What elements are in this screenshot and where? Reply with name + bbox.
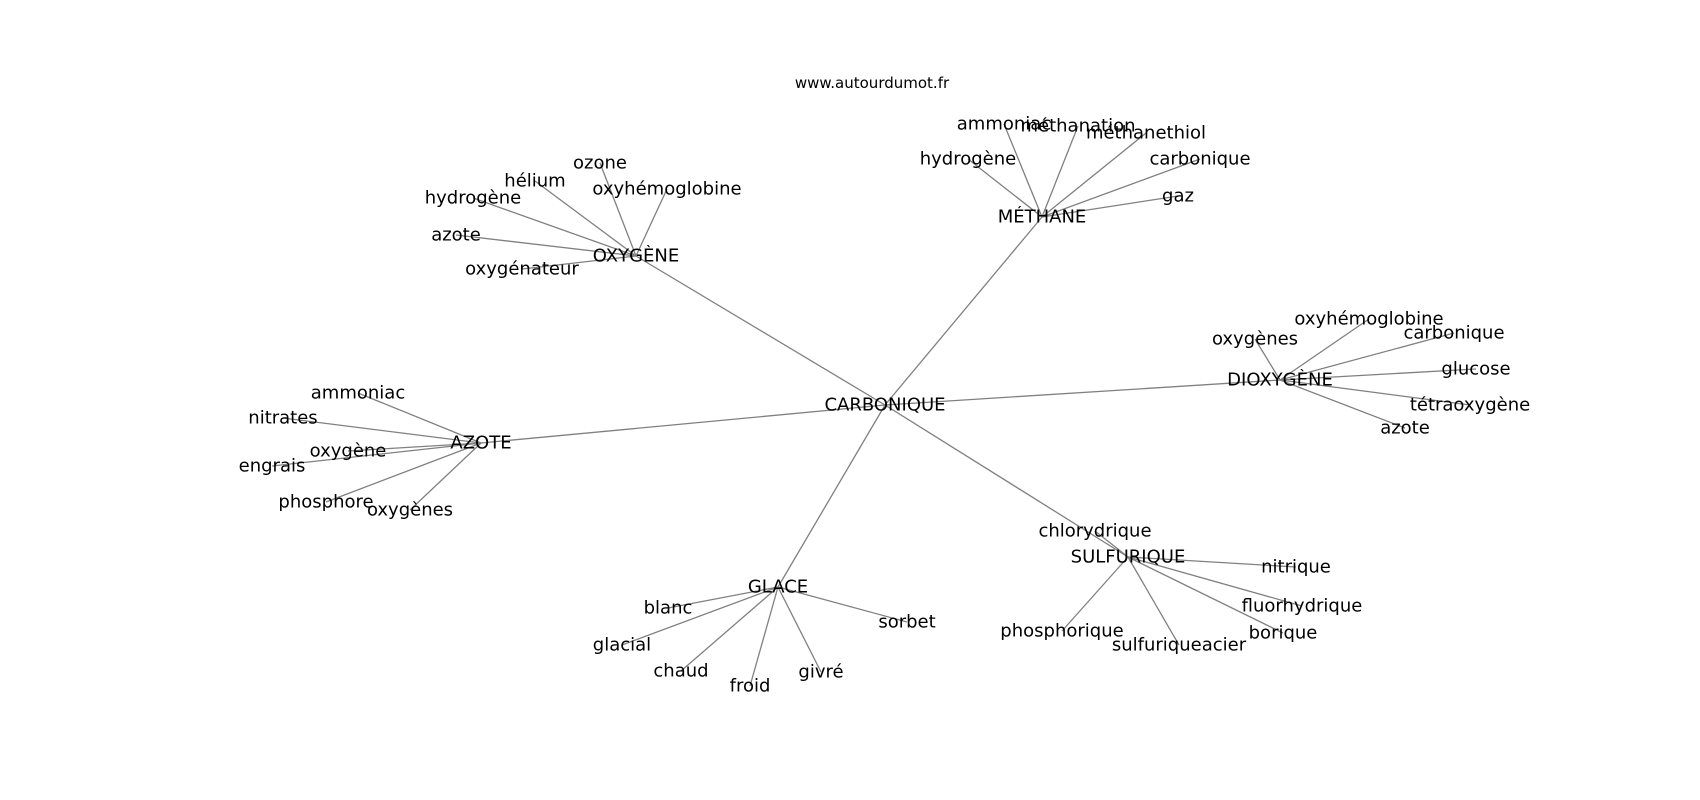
leaf-word[interactable]: engrais (239, 456, 306, 477)
leaf-word[interactable]: oxygènes (367, 500, 453, 521)
leaf-word[interactable]: méthanethiol (1086, 123, 1206, 144)
leaf-word[interactable]: hydrogène (920, 149, 1017, 170)
edge-branch-to-leaf (271, 442, 482, 467)
edge-branch-to-leaf (1041, 125, 1079, 218)
branch-word[interactable]: DIOXYGÈNE (1227, 369, 1333, 391)
edge-branch-to-leaf (357, 392, 482, 444)
leaf-word[interactable]: oxygénateur (465, 259, 579, 280)
edge-branch-to-leaf (1003, 123, 1043, 218)
branch-word[interactable]: GLACE (748, 577, 808, 598)
edge-center-to-branch (480, 404, 886, 444)
edge-branch-to-leaf (635, 188, 668, 257)
edge-branch-to-leaf (347, 442, 482, 452)
leaf-word[interactable]: carbonique (1403, 323, 1504, 344)
edge-center-to-branch (884, 404, 1129, 558)
leaf-word[interactable]: oxygène (310, 441, 387, 462)
edge-center-to-branch (777, 404, 886, 588)
leaf-word[interactable]: phosphorique (1000, 621, 1123, 642)
leaf-word[interactable]: nitrique (1261, 557, 1331, 578)
edge-branch-to-leaf (1041, 158, 1201, 218)
edge-branch-to-leaf (599, 162, 637, 257)
leaf-word[interactable]: oxyhémoglobine (1294, 309, 1443, 330)
branch-word[interactable]: OXYGÈNE (593, 245, 680, 267)
edge-branch-to-leaf (282, 417, 482, 444)
leaf-word[interactable]: ammoniac (957, 114, 1051, 135)
leaf-word[interactable]: oxyhémoglobine (592, 179, 741, 200)
edge-branch-to-leaf (1279, 368, 1477, 381)
edge-branch-to-leaf (1127, 556, 1303, 607)
center-word[interactable]: CARBONIQUE (824, 395, 945, 416)
edge-branch-to-leaf (534, 180, 637, 257)
edge-branch-to-leaf (777, 586, 822, 673)
edge-branch-to-leaf (325, 442, 482, 503)
leaf-word[interactable]: azote (431, 225, 481, 246)
leaf-word[interactable]: hélium (504, 171, 565, 192)
graph-labels: www.autourdumot.fr CARBONIQUE OXYGÈNE ozon… (239, 74, 1531, 697)
leaf-word[interactable]: ammoniac (311, 383, 405, 404)
edge-branch-to-leaf (1279, 379, 1471, 406)
leaf-word[interactable]: sorbet (878, 612, 935, 633)
leaf-word[interactable]: glacial (593, 635, 651, 656)
edge-center-to-branch (884, 379, 1281, 406)
leaf-word[interactable]: froid (730, 676, 771, 697)
edge-branch-to-leaf (472, 197, 637, 257)
edge-branch-to-leaf (455, 234, 637, 257)
leaf-word[interactable]: gaz (1162, 186, 1194, 207)
edge-center-to-branch (884, 216, 1043, 406)
edge-branch-to-leaf (1127, 556, 1284, 634)
leaf-word[interactable]: carbonique (1149, 149, 1250, 170)
edge-center-to-branch (635, 255, 886, 406)
edge-branch-to-leaf (1041, 195, 1179, 218)
leaf-word[interactable]: azote (1380, 418, 1430, 439)
graph-edges (271, 123, 1477, 687)
edge-branch-to-leaf (1127, 556, 1180, 646)
edge-branch-to-leaf (680, 586, 779, 672)
edge-branch-to-leaf (1094, 530, 1129, 558)
leaf-word[interactable]: sulfuriqueacier (1112, 635, 1247, 656)
leaf-word[interactable]: nitrates (248, 408, 317, 429)
leaf-word[interactable]: hydrogène (425, 188, 522, 209)
leaf-word[interactable]: ozone (573, 153, 627, 174)
leaf-word[interactable]: chaud (653, 661, 708, 682)
edge-branch-to-leaf (409, 442, 482, 511)
edge-branch-to-leaf (1061, 556, 1129, 632)
leaf-word[interactable]: glucose (1441, 359, 1510, 380)
edge-branch-to-leaf (1254, 338, 1281, 381)
leaf-word[interactable]: méthanation (1020, 116, 1135, 137)
site-watermark: www.autourdumot.fr (795, 74, 950, 92)
branch-word[interactable]: MÉTHANE (998, 206, 1087, 228)
edge-branch-to-leaf (1279, 379, 1406, 429)
leaf-word[interactable]: chlorydrique (1038, 521, 1151, 542)
edge-branch-to-leaf (621, 586, 779, 646)
branch-word[interactable]: AZOTE (450, 433, 511, 454)
leaf-word[interactable]: blanc (644, 598, 693, 619)
leaf-word[interactable]: givré (798, 662, 843, 683)
edge-branch-to-leaf (1279, 332, 1455, 381)
leaf-word[interactable]: fluorhydrique (1242, 596, 1363, 617)
edge-branch-to-leaf (967, 158, 1043, 218)
leaf-word[interactable]: phosphore (278, 492, 373, 513)
edge-branch-to-leaf (1279, 318, 1370, 381)
edge-branch-to-leaf (1041, 132, 1147, 218)
edge-branch-to-leaf (777, 586, 908, 623)
edge-branch-to-leaf (521, 255, 637, 270)
edge-branch-to-leaf (749, 586, 779, 687)
leaf-word[interactable]: tétraoxygène (1410, 395, 1530, 416)
edge-branch-to-leaf (667, 586, 779, 609)
branch-word[interactable]: SULFURIQUE (1071, 547, 1186, 568)
edge-branch-to-leaf (1127, 556, 1297, 568)
leaf-word[interactable]: borique (1249, 623, 1318, 644)
leaf-word[interactable]: oxygènes (1212, 329, 1298, 350)
